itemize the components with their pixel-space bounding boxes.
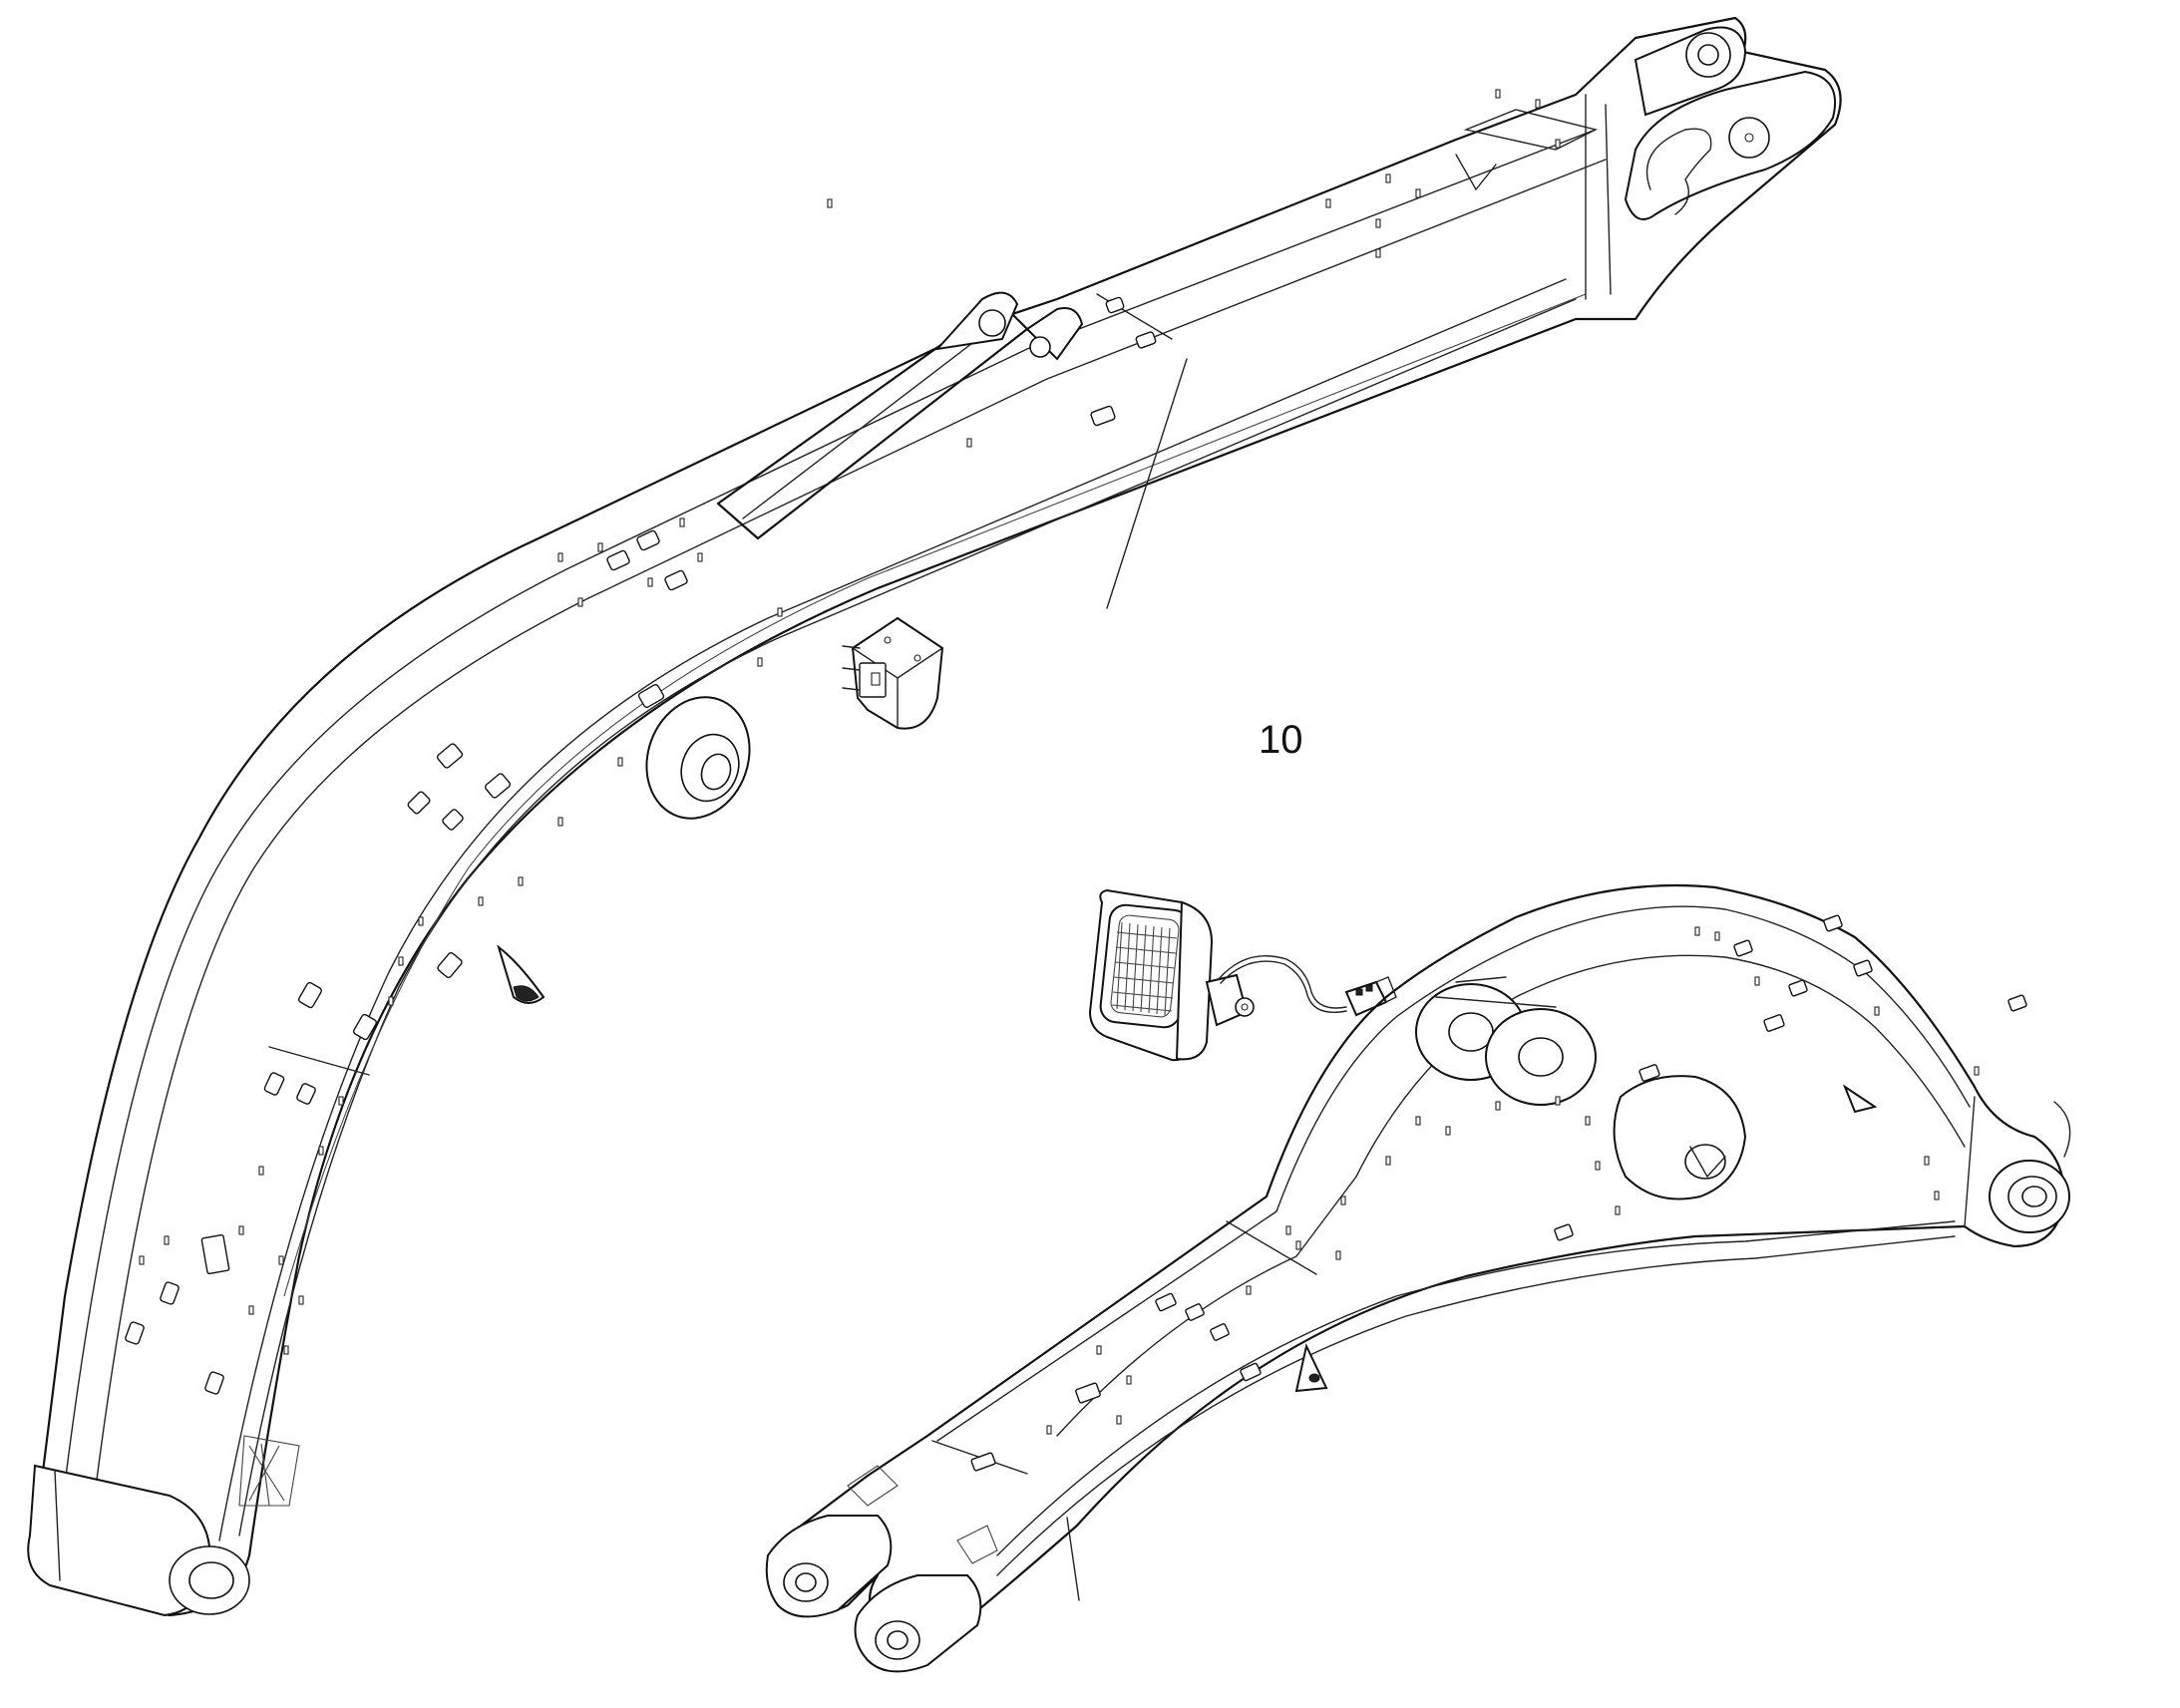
- boom-assembly: [27, 16, 1842, 1617]
- work-light: [1088, 888, 1397, 1062]
- arm-assembly: [765, 883, 2071, 1673]
- lens-grid: [1110, 914, 1180, 1018]
- callout-10: 10: [1259, 718, 1303, 762]
- light-bracket: [842, 616, 944, 730]
